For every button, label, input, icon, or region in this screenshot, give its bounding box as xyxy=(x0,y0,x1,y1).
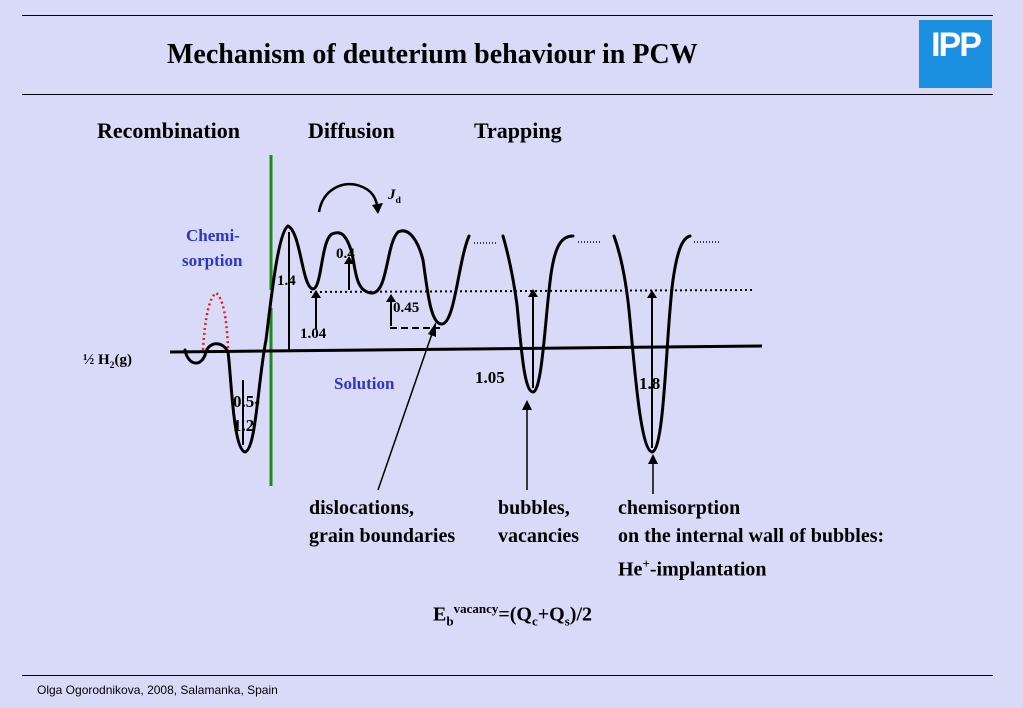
caption-chemisorption: chemisorption on the internal wall of bu… xyxy=(618,494,884,584)
implantation-text: -implantation xyxy=(649,558,767,581)
bubble-trap-curve xyxy=(501,234,575,394)
value-1-04: 1.04 xyxy=(300,326,327,342)
caption-dislocations-line1: dislocations, xyxy=(309,497,415,519)
diffusion-level-dotted xyxy=(309,289,753,293)
jd-label: Jd xyxy=(388,187,401,206)
pointer-dislocations-head xyxy=(428,322,436,337)
pointer-dislocations xyxy=(377,327,435,491)
chemisorption-trap-curve xyxy=(612,234,692,454)
arrow-0-4-head xyxy=(344,256,354,264)
formula-end: )/2 xyxy=(569,603,592,626)
value-1-8: 1.8 xyxy=(639,374,661,393)
arrow-1-05-head xyxy=(528,289,538,297)
header-recombination: Recombination xyxy=(97,118,240,143)
footer-credit: Olga Ogorodnikova, 2008, Salamanka, Spai… xyxy=(37,683,278,697)
caption-chemisorption-line1: chemisorption xyxy=(618,497,741,519)
formula-plus: +Q xyxy=(537,603,565,626)
chemisorption-barrier-red xyxy=(201,291,230,351)
caption-chemisorption-line3: He+-implantation xyxy=(618,550,884,584)
ipp-logo: IPP xyxy=(919,20,992,88)
top-rule xyxy=(22,15,993,16)
value-1-2: 1.2 xyxy=(233,416,255,435)
formula-c: c xyxy=(531,613,538,629)
pointer-chemisorption-head xyxy=(648,454,658,464)
h2-gas-label: ½ H2(g) xyxy=(83,352,132,371)
he-text: He xyxy=(618,558,643,581)
value-0-4: 0.4 xyxy=(336,246,355,262)
formula-vacancy: vacancy xyxy=(453,601,499,616)
formula-s: s xyxy=(564,613,570,629)
caption-bubbles-line1: bubbles, xyxy=(498,497,570,519)
h2-subscript: 2 xyxy=(109,360,115,371)
caption-bubbles: bubbles, vacancies xyxy=(498,494,579,550)
value-0-5: 0.5- xyxy=(233,392,260,411)
value-1-4: 1.4 xyxy=(277,273,296,289)
value-1-05: 1.05 xyxy=(475,368,505,387)
header-diffusion: Diffusion xyxy=(308,118,395,143)
header-trapping: Trapping xyxy=(474,118,562,143)
arrow-0-45-head xyxy=(386,294,396,302)
jd-subscript: d xyxy=(395,195,401,206)
h2-tail: (g) xyxy=(114,352,133,368)
jump-arc-arrowhead xyxy=(372,203,383,214)
potential-curve xyxy=(183,224,471,454)
solution-label: Solution xyxy=(334,374,395,393)
footer-rule xyxy=(22,675,993,676)
jump-arc xyxy=(317,182,380,213)
formula-eq: =(Q xyxy=(498,603,532,626)
solution-level-line xyxy=(169,344,763,354)
arrow-1-04-head xyxy=(311,290,321,298)
chemisorption-label-line1: Chemi- xyxy=(186,226,240,245)
caption-dislocations-line2: grain boundaries xyxy=(309,525,456,547)
value-0-45: 0.45 xyxy=(393,300,420,316)
caption-dislocations: dislocations, grain boundaries xyxy=(309,494,455,550)
formula-e: E xyxy=(433,603,447,626)
page-title: Mechanism of deuterium behaviour in PCW xyxy=(167,39,698,70)
formula-b: b xyxy=(446,613,454,629)
jd-text: J xyxy=(388,187,396,203)
binding-energy-formula: Ebvacancy=(Qc+Qs)/2 xyxy=(433,595,592,636)
h2-text: ½ H xyxy=(83,352,110,368)
chemisorption-label-line2: sorption xyxy=(182,251,243,270)
arrow-1-8-head xyxy=(647,290,657,298)
he-superscript: + xyxy=(642,556,650,571)
caption-chemisorption-line2: on the internal wall of bubbles: xyxy=(618,525,885,547)
caption-bubbles-line2: vacancies xyxy=(498,525,580,547)
pointer-bubbles-head xyxy=(522,400,532,410)
title-rule xyxy=(22,94,993,95)
